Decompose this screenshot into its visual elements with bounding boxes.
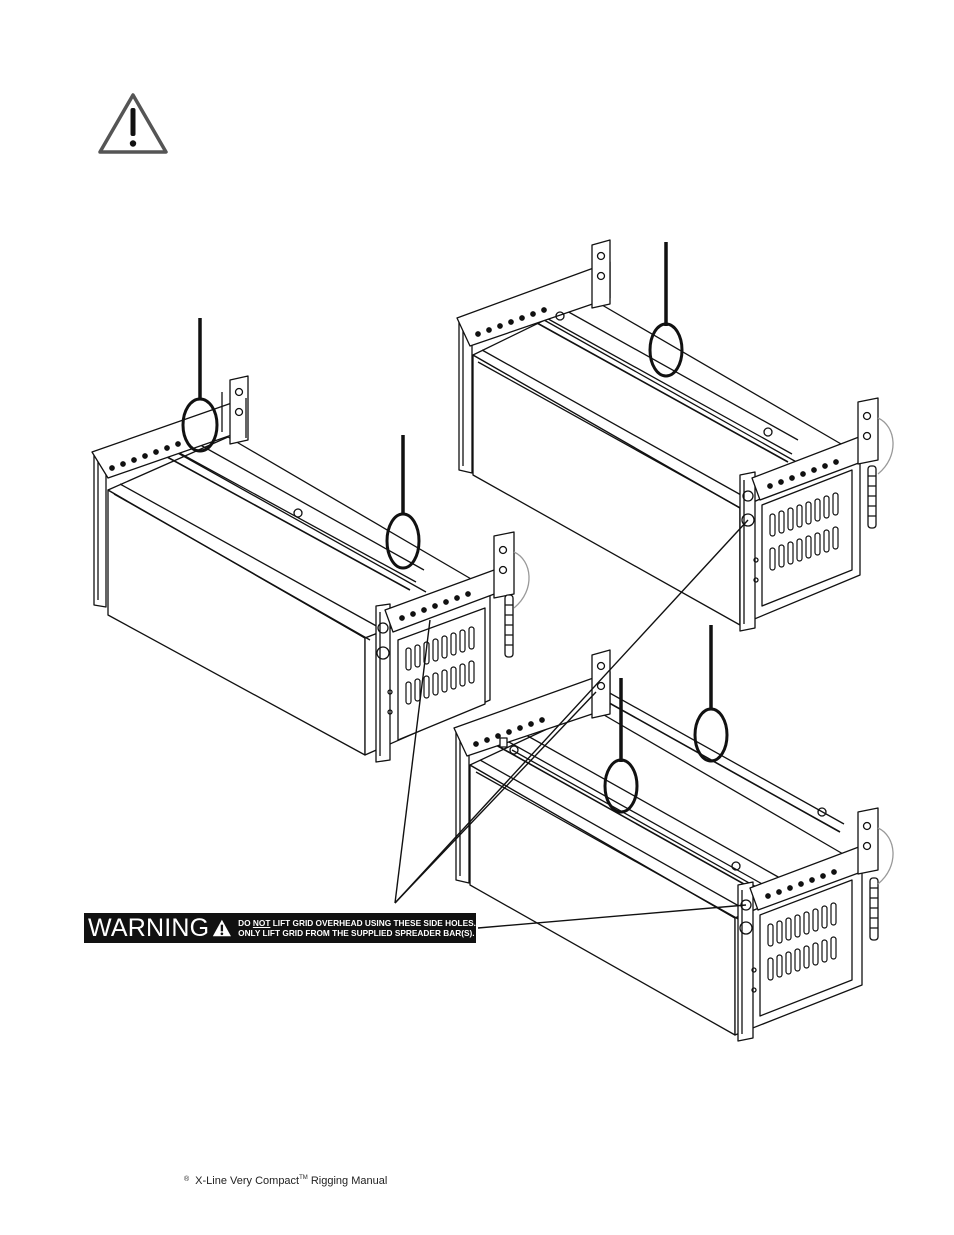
cabinet-top-right	[456, 239, 894, 632]
trademark-mark: TM	[299, 1175, 308, 1181]
lifting-loop-bottom-right-a	[603, 678, 639, 814]
lifting-loop-bottom-right-b	[693, 625, 729, 763]
warning-line-1: DO NOT LIFT GRID OVERHEAD USING THESE SI…	[238, 918, 476, 928]
lifting-loop-left-a	[181, 318, 219, 453]
lifting-loop-top-right	[648, 242, 684, 378]
warning-line-1-emphasis: NOT	[252, 918, 271, 928]
warning-line-1-start: DO	[238, 918, 253, 928]
cabinet-left	[91, 375, 530, 763]
page-footer: ® X-Line Very CompactTM Rigging Manual	[184, 1175, 387, 1187]
footer-product: X-Line Very Compact	[195, 1175, 300, 1187]
warning-line-1-end: LIFT GRID OVERHEAD USING THESE SIDE HOLE…	[270, 918, 476, 928]
registered-mark: ®	[184, 1176, 190, 1183]
caution-triangle-icon	[98, 93, 168, 154]
warning-line-2: ONLY LIFT GRID FROM THE SUPPLIED SPREADE…	[238, 928, 475, 938]
footer-suffix: Rigging Manual	[307, 1175, 388, 1187]
warning-word: WARNING	[88, 914, 210, 942]
warning-leader-lines	[394, 519, 749, 929]
warning-triangle-icon	[213, 919, 232, 937]
lifting-loop-left-b	[385, 435, 421, 570]
cabinet-bottom-right	[453, 649, 894, 1042]
warning-label: WARNING DO NOT LIFT GRID OVERHEAD USING …	[84, 913, 476, 943]
warning-message: DO NOT LIFT GRID OVERHEAD USING THESE SI…	[238, 918, 476, 938]
